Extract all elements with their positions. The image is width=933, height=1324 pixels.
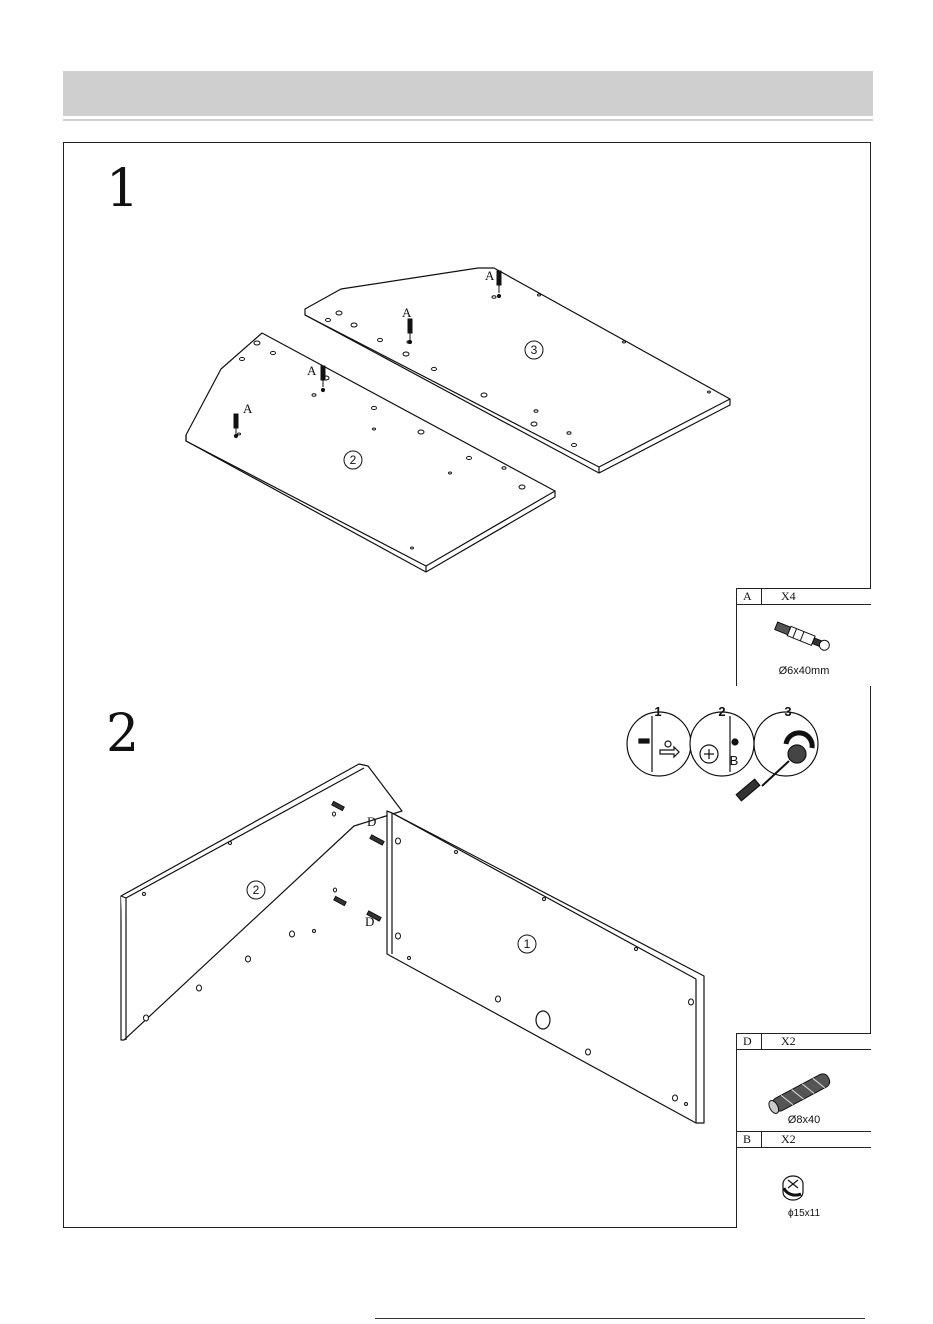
parts-table-d-b: D X2 Ø8x40 B X2 xyxy=(736,1033,871,1228)
fastener-label: D xyxy=(367,814,376,829)
fastener-label: D xyxy=(365,914,374,929)
parts-header: D X2 xyxy=(737,1034,871,1050)
panel-2-label: 2 xyxy=(350,453,357,467)
header-separator xyxy=(761,1132,762,1147)
fastener-label: A xyxy=(307,363,317,378)
part-size: Ø6x40mm xyxy=(737,665,871,677)
step-2-panel: 2 1 2 3 B xyxy=(63,686,871,1228)
sequence-step-1: 1 xyxy=(654,704,661,719)
part-id: D xyxy=(743,1034,752,1049)
wooden-dowel-icon xyxy=(370,835,384,845)
panel-1-label: 1 xyxy=(524,937,531,951)
header-separator xyxy=(761,589,762,604)
parts-table-a: A X4 Ø6x40mm xyxy=(736,588,871,687)
sequence-step-3: 3 xyxy=(784,704,791,719)
panel-1-board xyxy=(387,811,704,1123)
fastener-label: A xyxy=(485,268,495,283)
wooden-dowel-icon xyxy=(334,896,346,905)
part-size: ϕ15x11 xyxy=(737,1208,871,1219)
parts-header: A X4 xyxy=(737,589,871,605)
part-quantity: X4 xyxy=(781,589,796,604)
part-quantity: X2 xyxy=(781,1034,796,1049)
fastener-label: A xyxy=(402,305,412,320)
header-separator xyxy=(761,1034,762,1049)
sequence-step-2: 2 xyxy=(718,704,725,719)
fastener-label: A xyxy=(243,401,253,416)
header-bar xyxy=(63,71,873,116)
panel-2-board xyxy=(121,764,402,1040)
part-quantity: X2 xyxy=(781,1132,796,1147)
panel-2-label: 2 xyxy=(253,883,260,897)
panel-3-label: 3 xyxy=(531,343,538,357)
footer-rule xyxy=(375,1318,865,1319)
cam-lock-sequence xyxy=(627,712,818,801)
step-1-panel: 1 xyxy=(63,142,871,688)
part-id: B xyxy=(743,1132,751,1147)
part-id: A xyxy=(743,589,752,604)
part-size: Ø8x40 xyxy=(737,1114,871,1126)
parts-header: B X2 xyxy=(737,1131,871,1148)
sequence-part-label: B xyxy=(730,753,739,768)
header-rule xyxy=(63,119,873,121)
